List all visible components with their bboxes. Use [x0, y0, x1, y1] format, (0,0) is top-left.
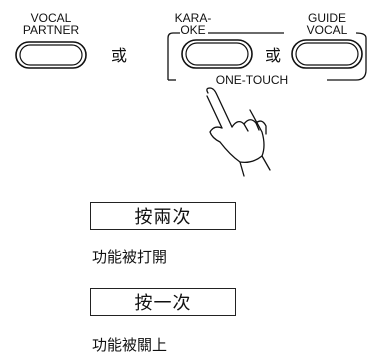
one-touch-label: ONE-TOUCH	[216, 73, 288, 87]
vocal-partner-label-line1: VOCAL	[31, 11, 72, 25]
karaoke-label-line2: OKE	[180, 23, 205, 37]
karaoke-label-line1: KARA-	[175, 11, 212, 25]
press-twice-box: 按兩次	[90, 202, 236, 230]
guide-vocal-label-line1: GUIDE	[308, 11, 346, 25]
vocal-partner-label-line2: PARTNER	[23, 23, 80, 37]
function-off-text: 功能被關上	[92, 336, 168, 354]
press-once-box: 按一次	[90, 288, 236, 316]
or-text-1: 或	[111, 46, 127, 65]
karaoke-button[interactable]: KARA- OKE	[175, 11, 253, 69]
function-on-text: 功能被打開	[92, 248, 168, 266]
guide-vocal-label-line2: VOCAL	[307, 23, 348, 37]
guide-vocal-button[interactable]: GUIDE VOCAL	[291, 11, 363, 69]
one-touch-bracket	[167, 32, 367, 81]
or-text-2: 或	[265, 46, 281, 65]
pointing-hand-icon	[206, 87, 271, 177]
vocal-partner-button[interactable]: VOCAL PARTNER	[15, 11, 87, 69]
